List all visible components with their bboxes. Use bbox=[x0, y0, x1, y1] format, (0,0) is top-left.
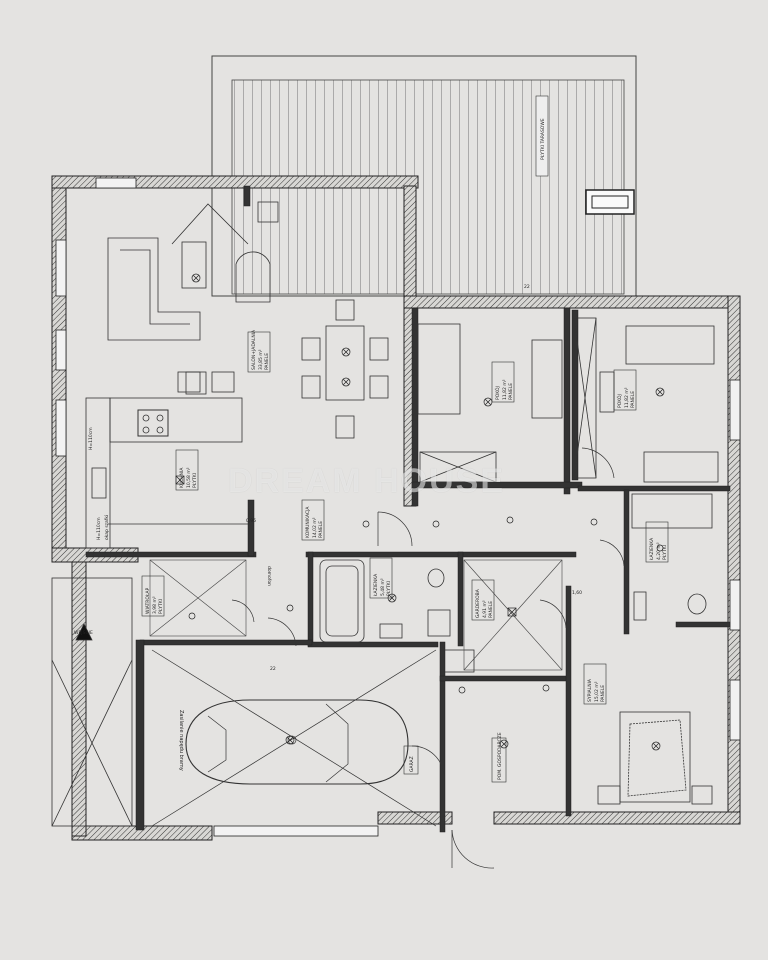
room-area: 10,58 m² bbox=[186, 467, 192, 488]
room-floor: PŁYTKI bbox=[192, 473, 198, 488]
room-area: 33,85 m² bbox=[258, 349, 264, 370]
vestibule bbox=[51, 577, 133, 827]
dim-label: 22 bbox=[270, 666, 276, 672]
room-floor: PŁYTKI bbox=[158, 599, 164, 614]
room-label-room2: POKÓJ 11,82 m² PANELE bbox=[613, 369, 637, 411]
room-label-corridor: KOMUNIKACJA 14,02 m² PANELE bbox=[301, 499, 325, 541]
living-furniture bbox=[85, 201, 389, 549]
room-floor: PANELE bbox=[600, 685, 606, 702]
electrical-symbols bbox=[175, 273, 665, 751]
room-floor: PŁYTKI bbox=[386, 581, 392, 596]
interior-walls bbox=[85, 185, 731, 833]
room-label-living: SALON+JADALNIA 33,85 m² PANELE bbox=[247, 329, 271, 373]
bedroom-bed bbox=[597, 711, 713, 805]
room-area: 11,82 m² bbox=[624, 387, 630, 408]
room-area: 4,20 m² bbox=[656, 542, 662, 560]
room-floor: PANELE bbox=[508, 383, 514, 400]
room-name: ŁAZIENKA bbox=[649, 537, 655, 561]
door-swings bbox=[231, 447, 625, 869]
svg-text:WEJŚCIE: WEJŚCIE bbox=[74, 629, 93, 636]
room-floor: PANELE bbox=[318, 521, 324, 538]
room-floor: PANELE bbox=[264, 353, 270, 370]
garage-gate-note: Zasilanie napędu bramy bbox=[178, 710, 184, 771]
room-area: 15,02 m² bbox=[594, 681, 600, 702]
room-name: POM. GOSPODARCZE bbox=[497, 732, 503, 780]
svg-text:H=110cm: H=110cm bbox=[88, 427, 94, 450]
svg-text:okap szafki: okap szafki bbox=[104, 515, 110, 540]
room-name: ŁAZIENKA bbox=[373, 573, 379, 597]
kitchen-height-note-2: H=110cm bbox=[88, 427, 94, 450]
room-floor: PŁYTKI TARASOWE bbox=[540, 118, 546, 160]
svg-text:H=110cm: H=110cm bbox=[96, 517, 102, 540]
dimension-marks: 22 22 1,60 0,96 bbox=[246, 284, 582, 672]
room1-furniture bbox=[417, 317, 719, 483]
room-label-terrace: PŁYTKI TARASOWE bbox=[540, 118, 546, 160]
kitchen-height-note: H=110cm okap szafki bbox=[96, 515, 110, 540]
room-label-bath2: ŁAZIENKA 4,20 m² PŁYTKI bbox=[645, 521, 669, 563]
room-name: GARDEROBA bbox=[475, 588, 481, 618]
room-label-kitchen: KUCHNIA 10,58 m² PŁYTKI bbox=[175, 449, 199, 491]
room-name: POKÓJ bbox=[616, 394, 623, 408]
room-label-room1: POKÓJ 11,82 m² PANELE bbox=[491, 361, 515, 403]
room-floor: PŁYTKI bbox=[662, 545, 668, 560]
dim-label: 0,96 bbox=[246, 518, 256, 524]
garage bbox=[151, 649, 437, 827]
room-label-garage: GARAŻ bbox=[403, 745, 419, 775]
bathroom-fixtures bbox=[319, 493, 713, 673]
room-label-vestibule: WIATROŁAP 3,98 m² PŁYTKI bbox=[141, 575, 165, 617]
room-name: SALON+JADALNIA bbox=[251, 329, 257, 370]
svg-text:domofon: domofon bbox=[266, 566, 272, 586]
room-area: 14,02 m² bbox=[312, 517, 318, 538]
windows bbox=[55, 177, 741, 837]
room-floor: PANELE bbox=[488, 601, 494, 618]
room-name: WIATROŁAP bbox=[145, 587, 151, 614]
room-name: KOMUNIKACJA bbox=[305, 506, 311, 538]
room-area: 3,98 m² bbox=[152, 596, 158, 614]
room-area: 5,48 m² bbox=[380, 578, 386, 596]
svg-text:Zasilanie napędu bramy: Zasilanie napędu bramy bbox=[178, 710, 184, 771]
dim-label: 22 bbox=[524, 284, 530, 290]
room-name: SYPIALNIA bbox=[587, 678, 593, 702]
room-name: POKÓJ bbox=[494, 386, 501, 400]
room-floor: PANELE bbox=[630, 391, 636, 408]
room-name: GARAŻ bbox=[408, 756, 415, 772]
room-name: KUCHNIA bbox=[179, 467, 185, 488]
room-label-wardrobe: GARDEROBA 4,91 m² PANELE bbox=[471, 579, 495, 621]
dim-label: 1,60 bbox=[572, 590, 582, 596]
room-label-bath-small: ŁAZIENKA 5,48 m² PŁYTKI bbox=[369, 557, 393, 599]
entry-note: WEJŚCIE bbox=[74, 629, 93, 636]
room-label-bedroom: SYPIALNIA 15,02 m² PANELE bbox=[583, 663, 607, 705]
room-area: 4,91 m² bbox=[482, 600, 488, 618]
room-label-boiler: POM. GOSPODARCZE bbox=[491, 732, 507, 783]
watermark-logo: DREAM HOUSE bbox=[228, 462, 506, 500]
room-area: 11,82 m² bbox=[502, 379, 508, 400]
wardrobe-cross bbox=[149, 559, 563, 671]
doorbell-note: domofon bbox=[266, 566, 272, 586]
